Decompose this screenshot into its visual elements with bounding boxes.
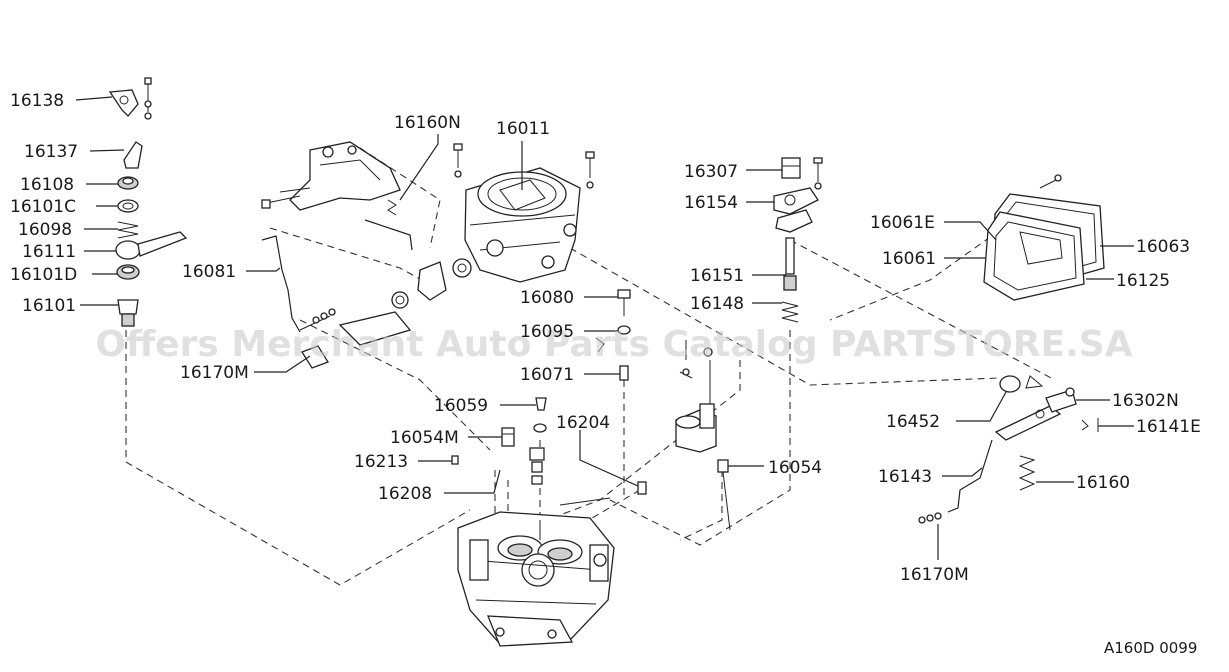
part-label-16154[interactable]: 16154 — [684, 193, 738, 213]
part-labels: 16138 16137 16108 16101C 16098 16111 161… — [10, 91, 1201, 585]
carburetor-top-cover-16011 — [453, 143, 595, 283]
leader-lines — [75, 96, 1134, 560]
part-label-16125[interactable]: 16125 — [1116, 271, 1170, 291]
part-label-16148[interactable]: 16148 — [690, 294, 744, 314]
part-label-16452[interactable]: 16452 — [886, 412, 940, 432]
drawing-code: A160D 0099 — [1104, 639, 1197, 657]
part-label-16138[interactable]: 16138 — [10, 91, 64, 111]
power-valve-column — [773, 157, 823, 323]
part-label-16170M-left[interactable]: 16170M — [180, 363, 249, 383]
part-label-16080[interactable]: 16080 — [520, 288, 574, 308]
part-label-16101C[interactable]: 16101C — [10, 197, 76, 217]
part-label-16098[interactable]: 16098 — [18, 220, 72, 240]
jets-and-screws — [451, 289, 731, 531]
part-label-16302N[interactable]: 16302N — [1112, 391, 1179, 411]
part-label-16170M-right[interactable]: 16170M — [900, 565, 969, 585]
part-label-16095[interactable]: 16095 — [520, 322, 574, 342]
bracket-16160N-area — [261, 141, 472, 346]
watermark: Offers Merchant Auto Parts Catalog PARTS… — [95, 324, 1132, 365]
part-label-16054[interactable]: 16054 — [768, 458, 822, 478]
throttle-rod-16081 — [261, 235, 336, 369]
part-label-16061E[interactable]: 16061E — [870, 213, 935, 233]
carburetor-main-body — [457, 497, 615, 647]
part-label-16101D[interactable]: 16101D — [10, 265, 77, 285]
part-label-16081[interactable]: 16081 — [182, 262, 236, 282]
part-label-16137[interactable]: 16137 — [24, 142, 78, 162]
part-label-16108[interactable]: 16108 — [20, 175, 74, 195]
part-label-16213[interactable]: 16213 — [354, 452, 408, 472]
part-label-16101[interactable]: 16101 — [22, 296, 76, 316]
part-label-16111[interactable]: 16111 — [22, 242, 76, 262]
part-label-16063[interactable]: 16063 — [1136, 237, 1190, 257]
part-label-16054M[interactable]: 16054M — [390, 428, 459, 448]
part-label-16143[interactable]: 16143 — [878, 467, 932, 487]
part-label-16061[interactable]: 16061 — [882, 249, 936, 269]
air-cleaner-gaskets — [983, 174, 1105, 301]
part-label-16141E[interactable]: 16141E — [1136, 417, 1201, 437]
part-label-16204[interactable]: 16204 — [556, 413, 610, 433]
part-label-16011[interactable]: 16011 — [496, 119, 550, 139]
part-label-16151[interactable]: 16151 — [690, 266, 744, 286]
part-label-16160N[interactable]: 16160N — [394, 113, 461, 133]
part-label-16059[interactable]: 16059 — [434, 396, 488, 416]
left-lever-stack — [108, 77, 188, 327]
part-label-16307[interactable]: 16307 — [684, 162, 738, 182]
part-label-16208[interactable]: 16208 — [378, 484, 432, 504]
part-label-16160[interactable]: 16160 — [1076, 473, 1130, 493]
right-linkage — [918, 375, 1099, 524]
part-label-16071[interactable]: 16071 — [520, 365, 574, 385]
